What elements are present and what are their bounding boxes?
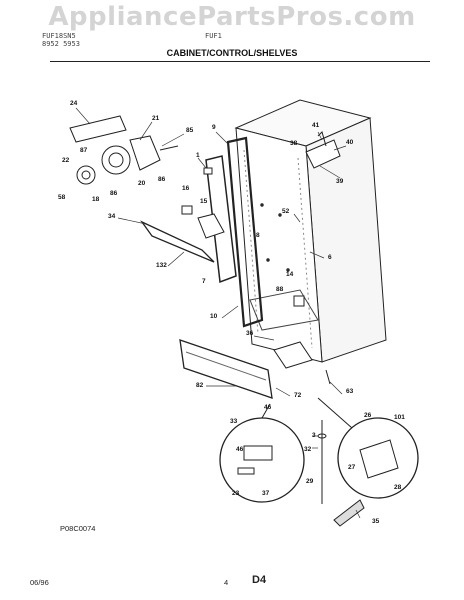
- callout-label: 132: [156, 262, 167, 269]
- callout-label: 9: [212, 124, 216, 131]
- callout-label: 72: [294, 392, 302, 399]
- callout-label: 34: [108, 213, 116, 220]
- clip-part: [293, 295, 305, 307]
- site-watermark: AppliancePartsPros.com: [48, 2, 416, 32]
- callout-label: 86: [158, 176, 166, 183]
- callout-label: 82: [196, 382, 204, 389]
- callout-label: 29: [306, 478, 314, 485]
- callout-label: 87: [80, 147, 88, 154]
- callout-label: 22: [62, 157, 70, 164]
- callout-label: 7: [202, 278, 206, 285]
- print-date: 06/96: [30, 578, 49, 587]
- leveling-leg: [317, 420, 365, 527]
- clip-part: [181, 205, 193, 215]
- drawing-code: P08C0074: [60, 524, 96, 533]
- page-code: D4: [252, 574, 267, 586]
- callout-label: 40: [346, 139, 354, 146]
- callout-label: 20: [138, 180, 146, 187]
- callout-label: 37: [262, 490, 270, 497]
- callout-label: 14: [286, 271, 294, 278]
- callout-label: 86: [110, 190, 118, 197]
- callout-label: 28: [394, 484, 402, 491]
- section-title: CABINET/CONTROL/SHELVES: [166, 48, 298, 58]
- model-number-2: 8952 5953: [42, 40, 80, 48]
- model-number-3: FUF1: [205, 32, 222, 40]
- control-assembly: [69, 115, 179, 185]
- callout-label: 36: [246, 330, 254, 337]
- page-number: 4: [224, 578, 229, 587]
- detail-circle-left: [219, 403, 305, 503]
- callout-label: 39: [336, 178, 344, 185]
- callout-label: 27: [348, 464, 356, 471]
- bottom-hinge: [273, 341, 331, 385]
- callout-label: 38: [290, 140, 298, 147]
- shelf-bar: [140, 213, 225, 263]
- cabinet-body: [234, 99, 387, 363]
- callout-label: 24: [70, 100, 78, 107]
- callout-label: 52: [282, 208, 290, 215]
- callout-label: 1: [196, 152, 200, 159]
- callout-label: 46: [264, 404, 272, 411]
- callout-label: 15: [200, 198, 208, 205]
- model-number-1: FUF18SN5: [42, 32, 76, 40]
- clip-part: [203, 167, 213, 175]
- callout-label: 46: [236, 446, 244, 453]
- callout-label: 58: [58, 194, 66, 201]
- callout-label: 21: [152, 115, 160, 122]
- callout-label: 6: [328, 254, 332, 261]
- callout-leaders: [75, 107, 361, 519]
- detail-circle-right: [317, 397, 419, 499]
- callout-label: 16: [182, 185, 190, 192]
- callout-label: 8: [256, 232, 260, 239]
- callout-label: 63: [346, 388, 354, 395]
- callout-label: 33: [230, 418, 238, 425]
- callout-label: 26: [364, 412, 372, 419]
- callout-label: 10: [210, 313, 218, 320]
- callout-label: 3: [312, 432, 316, 439]
- callout-label: 23: [232, 490, 240, 497]
- callout-label: 18: [92, 196, 100, 203]
- door-gasket: [205, 136, 264, 328]
- callout-label: 32: [304, 446, 312, 453]
- kick-plate: [179, 339, 273, 399]
- callout-label: 85: [186, 127, 194, 134]
- callout-label: 88: [276, 286, 284, 293]
- callout-label: 41: [312, 122, 320, 129]
- callout-label: 35: [372, 518, 380, 525]
- header-rule: [50, 61, 430, 62]
- callout-label: 101: [394, 414, 405, 421]
